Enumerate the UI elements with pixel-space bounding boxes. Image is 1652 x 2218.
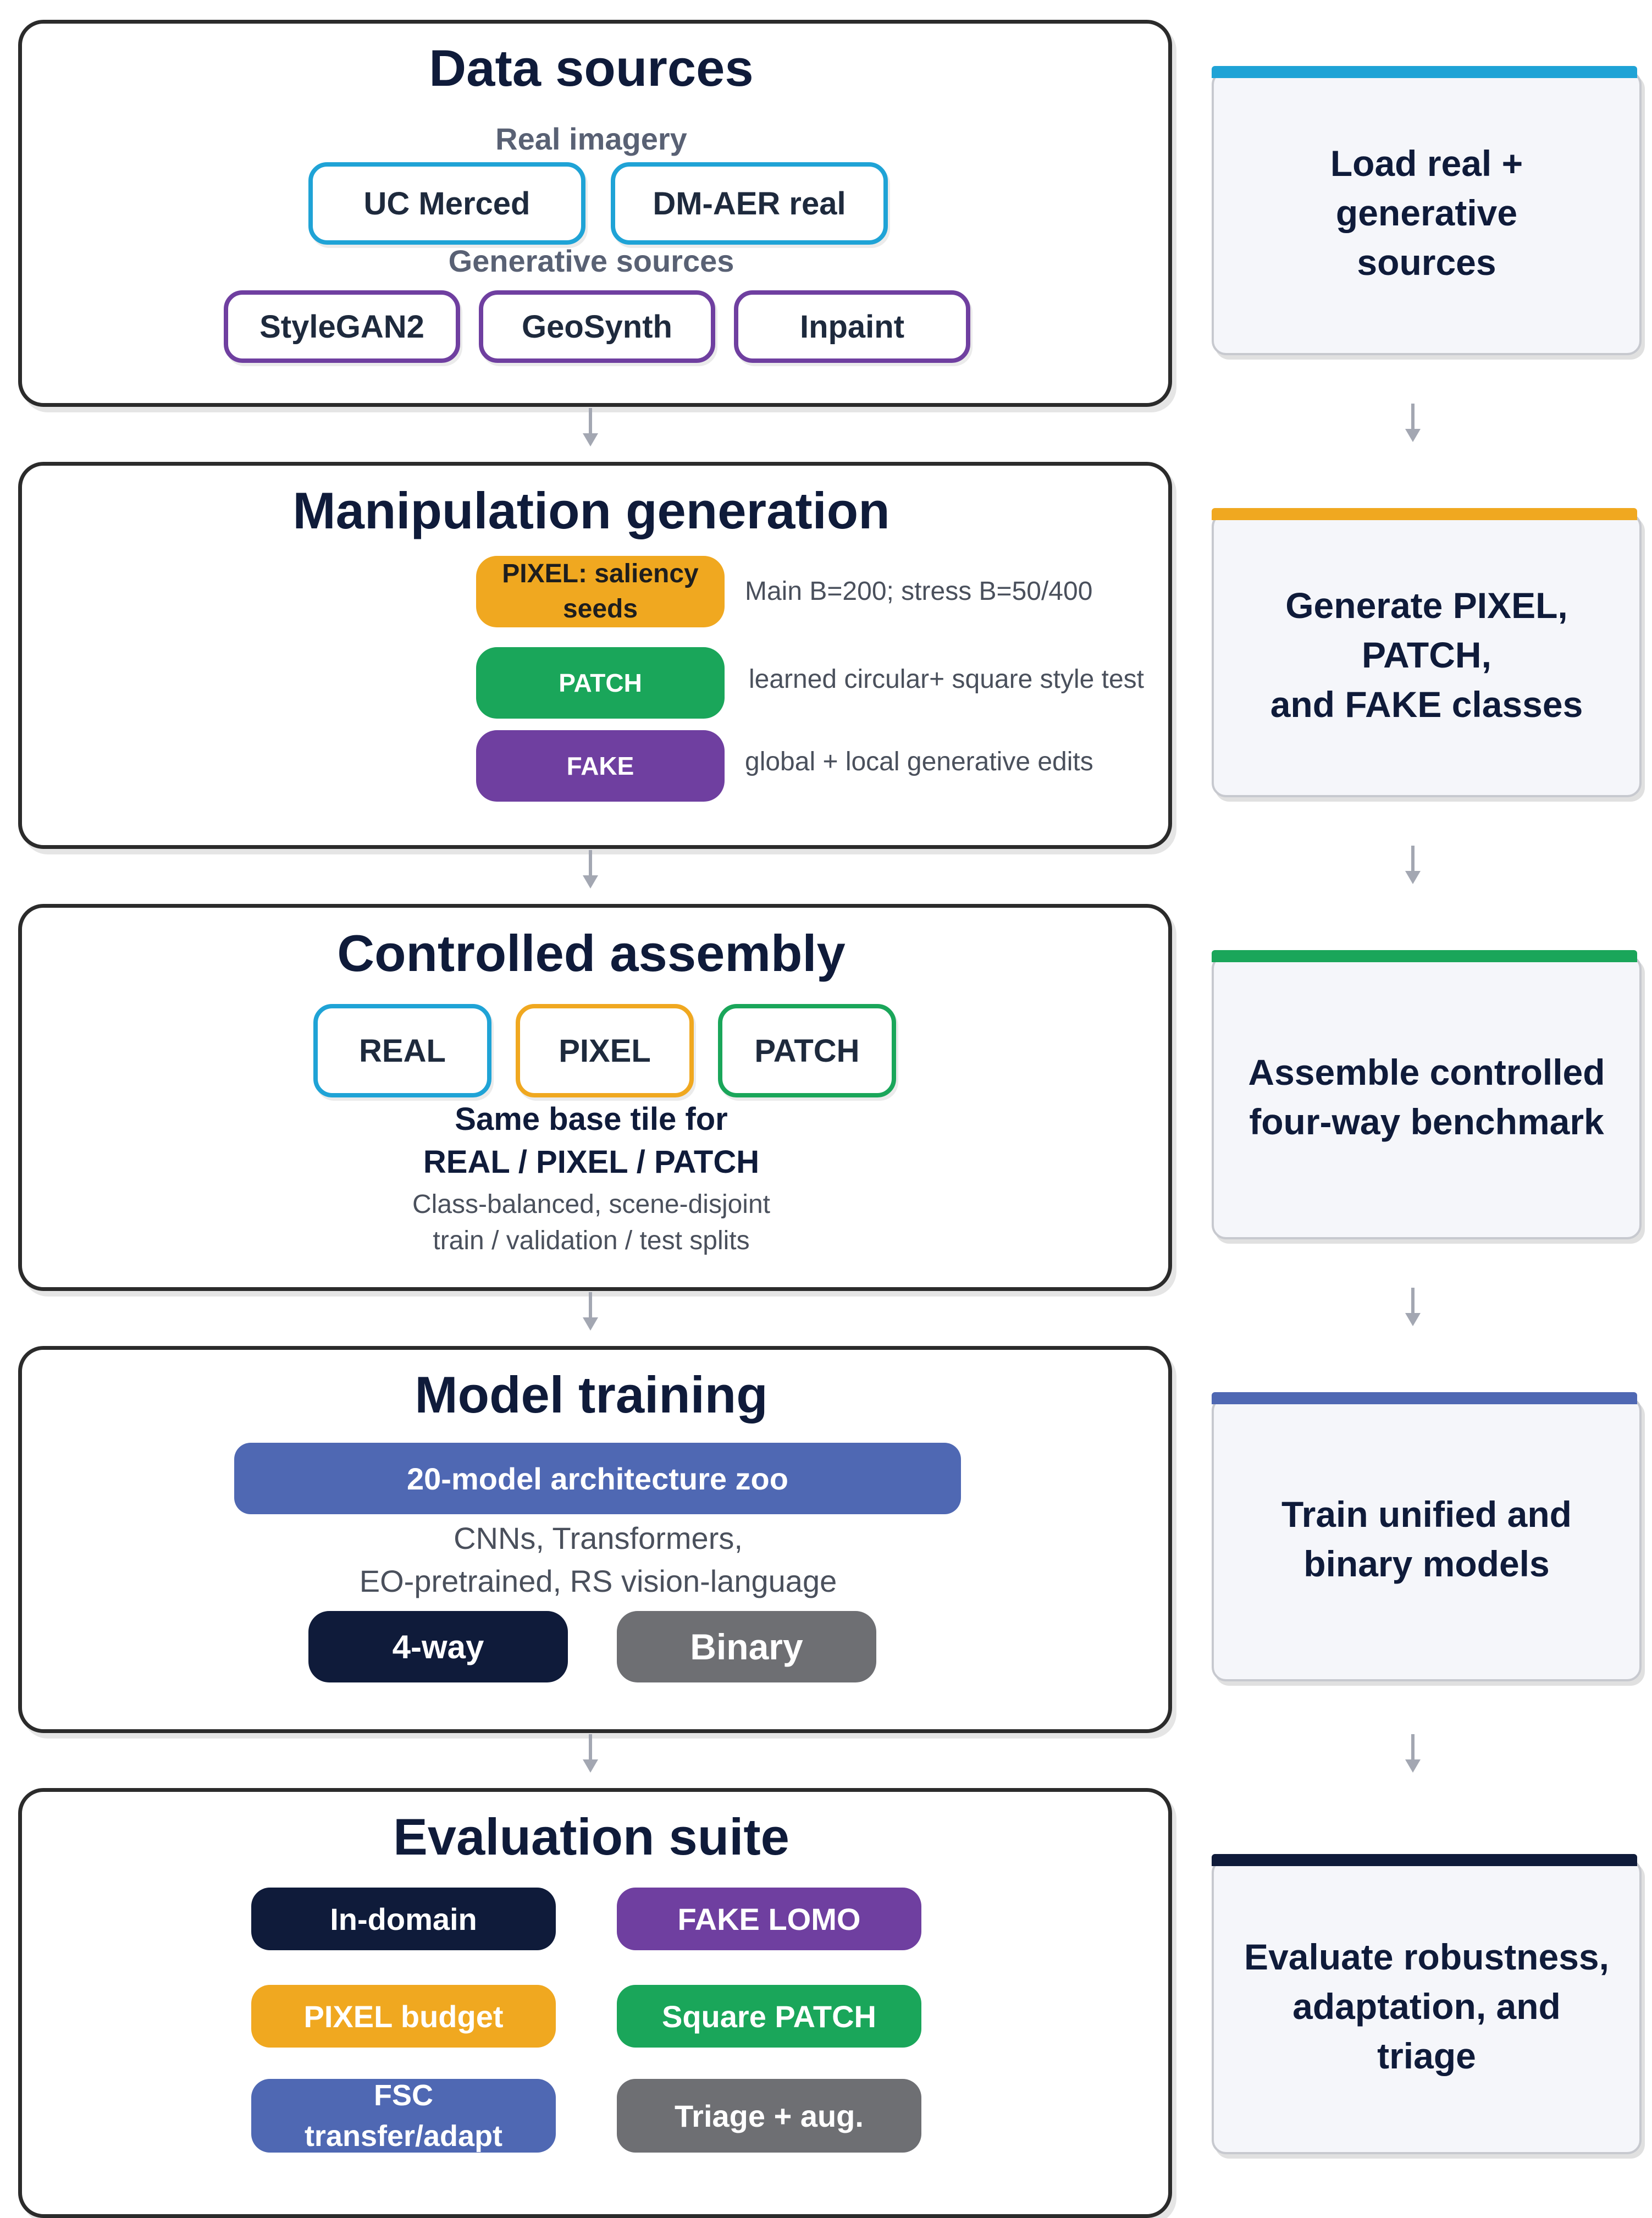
card-accent-bar xyxy=(1212,66,1637,78)
card-evaluate: Evaluate robustness, adaptation, and tri… xyxy=(1212,1858,1642,2154)
card-assemble-benchmark: Assemble controlled four-way benchmark xyxy=(1212,954,1642,1239)
fake-note: global + local generative edits xyxy=(745,747,1093,776)
stage-assembly xyxy=(18,904,1172,1291)
down-arrow-icon xyxy=(583,850,598,889)
model-families-text: CNNs, Transformers, EO-pretrained, RS vi… xyxy=(359,1521,837,1598)
down-arrow-icon xyxy=(583,408,598,446)
assembly-patch: PATCH xyxy=(718,1004,896,1097)
source-inpaint: Inpaint xyxy=(734,290,970,363)
pixel-saliency-pill: PIXEL: saliency seeds xyxy=(476,556,725,627)
architecture-zoo-pill: 20-model architecture zoo xyxy=(234,1443,961,1514)
fake-pill: FAKE xyxy=(476,730,725,802)
down-arrow-icon xyxy=(1405,846,1421,884)
card-accent-bar xyxy=(1212,1392,1637,1404)
down-arrow-icon xyxy=(583,1292,598,1331)
stage-evaluation xyxy=(18,1788,1172,2218)
card-load-sources: Load real + generative sources xyxy=(1212,70,1642,355)
stage-training xyxy=(18,1346,1172,1733)
source-geosynth: GeoSynth xyxy=(479,290,715,363)
binary-pill: Binary xyxy=(617,1611,876,1682)
eval-fsc-transfer: FSC transfer/adapt xyxy=(251,2079,556,2153)
stage-title-data-sources: Data sources xyxy=(429,39,754,97)
stage-title-training: Model training xyxy=(415,1366,768,1424)
source-uc-merced: UC Merced xyxy=(308,162,585,245)
stage-title-assembly: Controlled assembly xyxy=(337,924,846,982)
down-arrow-icon xyxy=(583,1734,598,1773)
eval-pixel-budget: PIXEL budget xyxy=(251,1985,556,2048)
card-accent-bar xyxy=(1212,508,1637,520)
eval-square-patch: Square PATCH xyxy=(617,1985,921,2048)
down-arrow-icon xyxy=(1405,404,1421,442)
generative-sources-label: Generative sources xyxy=(448,244,734,278)
eval-triage-aug: Triage + aug. xyxy=(617,2079,921,2153)
patch-note: learned circular+ square style test xyxy=(749,665,1145,694)
patch-pill: PATCH xyxy=(476,647,725,719)
card-accent-bar xyxy=(1212,950,1637,962)
card-generate-classes: Generate PIXEL, PATCH, and FAKE classes xyxy=(1212,512,1642,797)
assembly-pixel: PIXEL xyxy=(516,1004,694,1097)
stage-title-evaluation: Evaluation suite xyxy=(393,1808,789,1866)
eval-fake-lomo: FAKE LOMO xyxy=(617,1888,921,1950)
pixel-note: Main B=200; stress B=50/400 xyxy=(745,577,1093,606)
assembly-real: REAL xyxy=(313,1004,491,1097)
down-arrow-icon xyxy=(1405,1288,1421,1326)
source-stylegan2: StyleGAN2 xyxy=(224,290,460,363)
source-dm-aer-real: DM-AER real xyxy=(611,162,888,245)
card-accent-bar xyxy=(1212,1854,1637,1866)
eval-in-domain: In-domain xyxy=(251,1888,556,1950)
assembly-same-base-text: Same base tile for REAL / PIXEL / PATCH xyxy=(423,1101,760,1180)
assembly-splits-text: Class-balanced, scene-disjoint train / v… xyxy=(412,1190,770,1255)
real-imagery-label: Real imagery xyxy=(495,122,687,156)
down-arrow-icon xyxy=(1405,1734,1421,1773)
card-train-models: Train unified and binary models xyxy=(1212,1397,1642,1681)
stage-title-manipulation: Manipulation generation xyxy=(292,482,890,539)
four-way-pill: 4-way xyxy=(308,1611,568,1682)
